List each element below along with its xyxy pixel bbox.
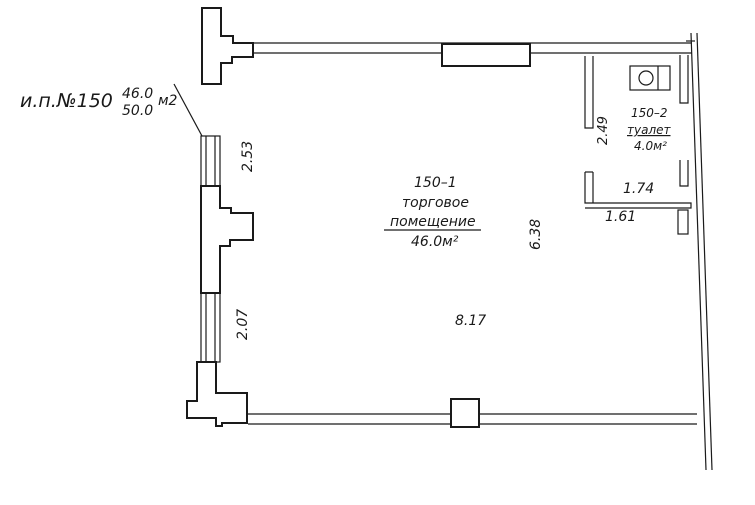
dim-left-upper: 2.53 bbox=[240, 141, 256, 172]
unit-label: и.п.№150 bbox=[20, 90, 113, 112]
dim-toilet-height: 2.49 bbox=[596, 116, 611, 145]
bottom-left-column bbox=[186, 361, 248, 427]
left-window-lower bbox=[200, 292, 221, 363]
room1-name-line1: торговое bbox=[402, 195, 469, 211]
toilet-fixture-icon bbox=[629, 65, 671, 91]
left-middle-column bbox=[200, 185, 254, 294]
room1-name-line2: помещение bbox=[390, 214, 476, 230]
right-wall bbox=[686, 32, 713, 471]
toilet-partition bbox=[584, 55, 692, 235]
room1-number: 150–1 bbox=[414, 175, 457, 191]
room2-name: туалет bbox=[627, 123, 671, 137]
room1-area: 46.0м² bbox=[411, 234, 459, 250]
main-area: 50.0 bbox=[122, 103, 153, 119]
label-leader-line bbox=[173, 83, 203, 137]
dim-left-lower: 2.07 bbox=[235, 309, 251, 340]
left-window-upper bbox=[200, 135, 221, 187]
total-area: 46.0 bbox=[122, 86, 153, 102]
top-left-column bbox=[201, 7, 254, 85]
dim-room-width: 8.17 bbox=[455, 313, 486, 329]
dim-toilet-width: 1.74 bbox=[623, 181, 654, 197]
room2-number: 150–2 bbox=[631, 106, 668, 120]
dim-corridor-width: 1.61 bbox=[605, 209, 636, 225]
bottom-window-block bbox=[450, 398, 480, 428]
room2-area: 4.0м² bbox=[634, 139, 667, 153]
dim-room-height: 6.38 bbox=[528, 219, 544, 250]
top-window-block bbox=[441, 43, 531, 67]
total-area-unit: м2 bbox=[158, 93, 178, 109]
